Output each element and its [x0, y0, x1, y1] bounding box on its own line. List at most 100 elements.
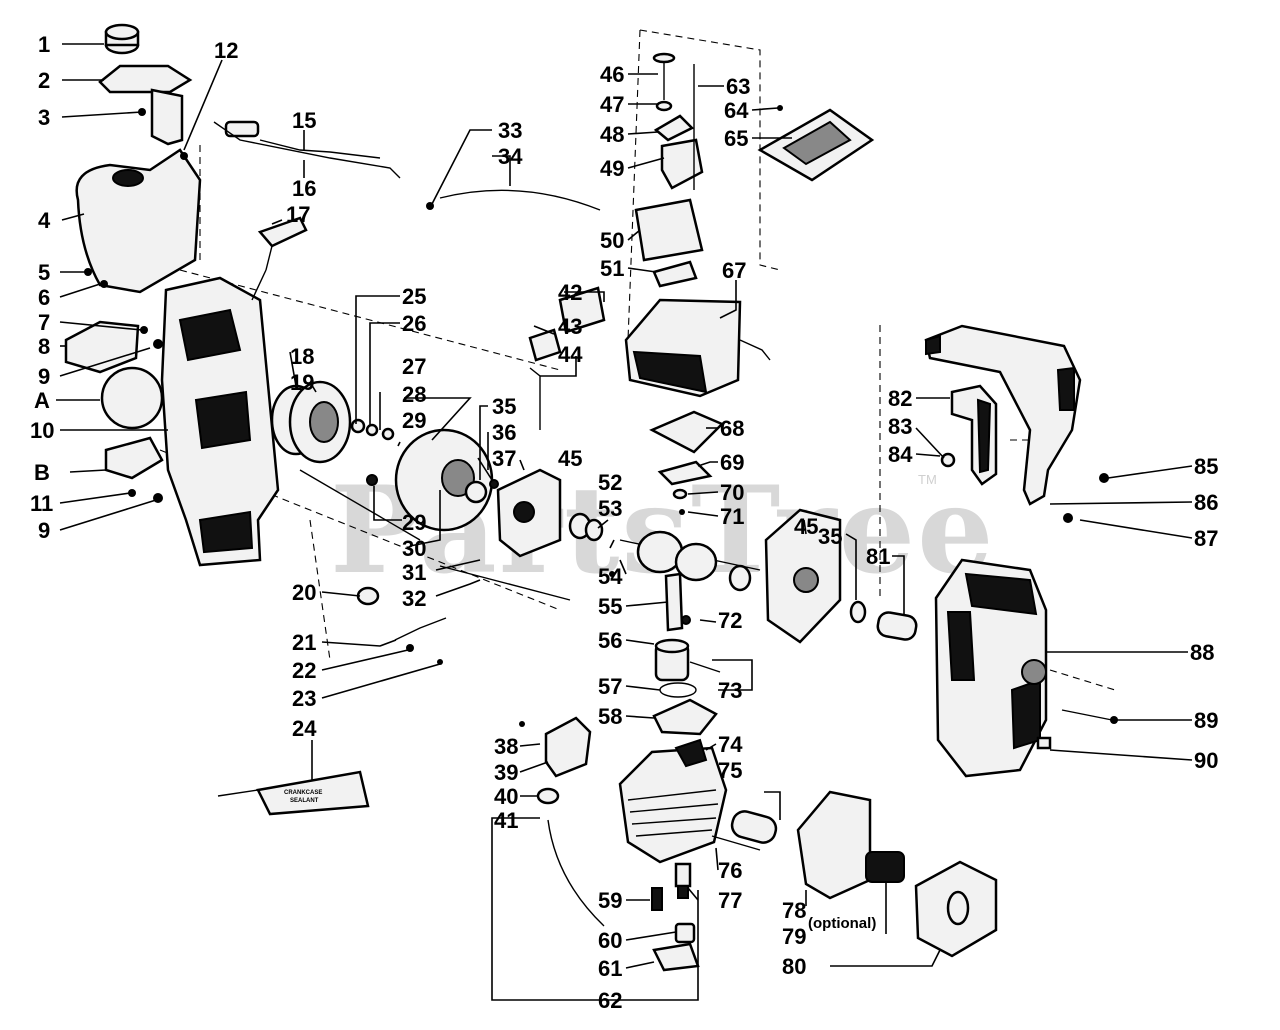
callout-4: 4	[38, 208, 51, 233]
callout-71: 71	[720, 504, 744, 529]
cap-bracket	[98, 64, 193, 94]
callout-22: 22	[292, 658, 316, 683]
spring-60	[674, 922, 696, 944]
callout-78: 78	[782, 898, 806, 923]
trigger-82	[950, 384, 998, 486]
trademark: TM	[918, 472, 937, 487]
bracket-21	[394, 617, 447, 641]
callout-24: 24	[292, 716, 317, 741]
callout-3: 3	[38, 105, 50, 130]
crankshaft	[619, 530, 761, 632]
callout-60: 60	[598, 928, 622, 953]
callout-35b: 35	[818, 524, 842, 549]
screw-59	[651, 887, 663, 911]
callout-84: 84	[888, 442, 913, 467]
callout-B: B	[34, 460, 50, 485]
callout-37: 37	[492, 446, 516, 471]
callout-59: 59	[598, 888, 622, 913]
washer-27	[381, 427, 395, 441]
callout-49: 49	[600, 156, 624, 181]
engine-housing	[934, 558, 1048, 778]
callout-90: 90	[1194, 748, 1218, 773]
starter-handle	[251, 216, 308, 301]
carburetor-box	[624, 298, 771, 398]
callout-41: 41	[494, 808, 518, 833]
callout-70: 70	[720, 480, 744, 505]
callout-34: 34	[498, 144, 523, 169]
callout-50: 50	[600, 228, 624, 253]
callout-10: 10	[30, 418, 54, 443]
tube-label-line2: SEALANT	[290, 798, 319, 804]
callout-33: 33	[498, 118, 522, 143]
callout-17: 17	[286, 202, 310, 227]
vent-hose	[426, 189, 601, 211]
callout-28: 28	[402, 382, 426, 407]
pin-71	[679, 509, 685, 515]
spark-plug	[674, 862, 692, 899]
sealant-tube: CRANKCASE SEALANT	[217, 770, 370, 816]
nut-20	[356, 586, 380, 606]
callout-39: 39	[494, 760, 518, 785]
assembly-line-carb-left	[627, 29, 641, 341]
callout-32: 32	[402, 586, 426, 611]
callout-7: 7	[38, 310, 50, 335]
callout-67: 67	[722, 258, 746, 283]
callout-74: 74	[718, 732, 743, 757]
washer-70	[672, 488, 688, 500]
callout-61: 61	[598, 956, 622, 981]
filter-element-79	[865, 851, 905, 883]
wire-44	[529, 367, 541, 430]
flywheel	[394, 428, 494, 532]
cylinder	[618, 738, 728, 864]
bearing-right	[728, 564, 752, 592]
module-39	[544, 716, 592, 778]
callout-29a: 29	[402, 408, 426, 433]
washer-25	[350, 418, 366, 434]
callout-53: 53	[598, 496, 622, 521]
sleeve-81	[876, 611, 918, 641]
callout-25: 25	[402, 284, 426, 309]
gasket-58	[652, 698, 718, 736]
callout-27: 27	[402, 354, 426, 379]
callout-63: 63	[726, 74, 750, 99]
crankcase-half-right	[764, 508, 842, 644]
callout-40: 40	[494, 784, 518, 809]
callout-12: 12	[214, 38, 238, 63]
callout-69: 69	[720, 450, 744, 475]
needle-72	[681, 615, 691, 625]
callout-43: 43	[558, 314, 582, 339]
callout-45b: 45	[794, 514, 818, 539]
screw-38	[519, 721, 525, 727]
callout-8: 8	[38, 334, 50, 359]
callout-55: 55	[598, 594, 622, 619]
callout-1: 1	[38, 32, 50, 57]
piston	[654, 638, 690, 682]
callout-73: 73	[718, 678, 742, 703]
callout-9a: 9	[38, 364, 50, 389]
filter-disk-a	[100, 366, 164, 430]
callout-23: 23	[292, 686, 316, 711]
callout-64: 64	[724, 98, 749, 123]
callout-A: A	[34, 388, 50, 413]
screw-64	[777, 105, 783, 111]
nut-83	[940, 452, 956, 468]
callout-57: 57	[598, 674, 622, 699]
callout-6: 6	[38, 285, 50, 310]
assembly-line-housing	[1049, 669, 1116, 691]
plate-b	[104, 436, 164, 480]
callout-29b: 29	[402, 510, 426, 535]
callout-51: 51	[600, 256, 624, 281]
callout-81: 81	[866, 544, 890, 569]
callout-65: 65	[724, 126, 748, 151]
piston-ring-57	[659, 682, 697, 698]
callout-62: 62	[598, 988, 622, 1013]
callout-56: 56	[598, 628, 622, 653]
callout-36: 36	[492, 420, 516, 445]
callout-87: 87	[1194, 526, 1218, 551]
callout-77: 77	[718, 888, 742, 913]
bolt-90	[1036, 736, 1052, 750]
bearing-53	[584, 518, 604, 542]
callout-76: 76	[718, 858, 742, 883]
callout-47: 47	[600, 92, 624, 117]
